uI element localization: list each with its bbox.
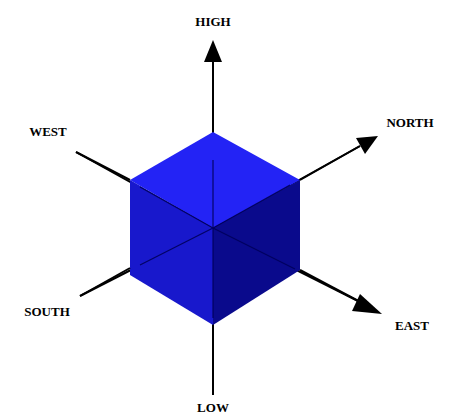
north-label: NORTH [384, 115, 435, 131]
east-axis-outer [300, 270, 364, 304]
low-axis-inner [212, 228, 213, 318]
west-axis-outer [76, 152, 130, 180]
low-label: LOW [195, 400, 231, 416]
high-arrowhead [204, 40, 222, 62]
cube-left-face [130, 180, 213, 325]
hidden-axis-lines [140, 160, 295, 318]
outer-axis-lines [76, 60, 364, 395]
east-label: EAST [393, 318, 431, 334]
high-label: HIGH [193, 14, 232, 30]
west-axis-inner [140, 187, 213, 228]
axis-lines [76, 60, 364, 395]
east-arrowhead [352, 294, 382, 314]
south-axis-outer [80, 268, 130, 296]
north-axis-outer [300, 146, 360, 180]
west-label: WEST [27, 124, 69, 140]
north-axis-inner [213, 185, 290, 228]
south-axis-inner [140, 228, 213, 265]
low-axis-outer [212, 325, 214, 395]
north-arrowhead [356, 136, 378, 154]
cube-right-face [213, 180, 300, 325]
arrowheads [204, 40, 382, 314]
high-axis-outer [212, 60, 214, 132]
south-label: SOUTH [22, 304, 72, 320]
cube [130, 132, 300, 325]
east-axis-inner [213, 228, 295, 269]
high-axis-inner [212, 160, 213, 228]
